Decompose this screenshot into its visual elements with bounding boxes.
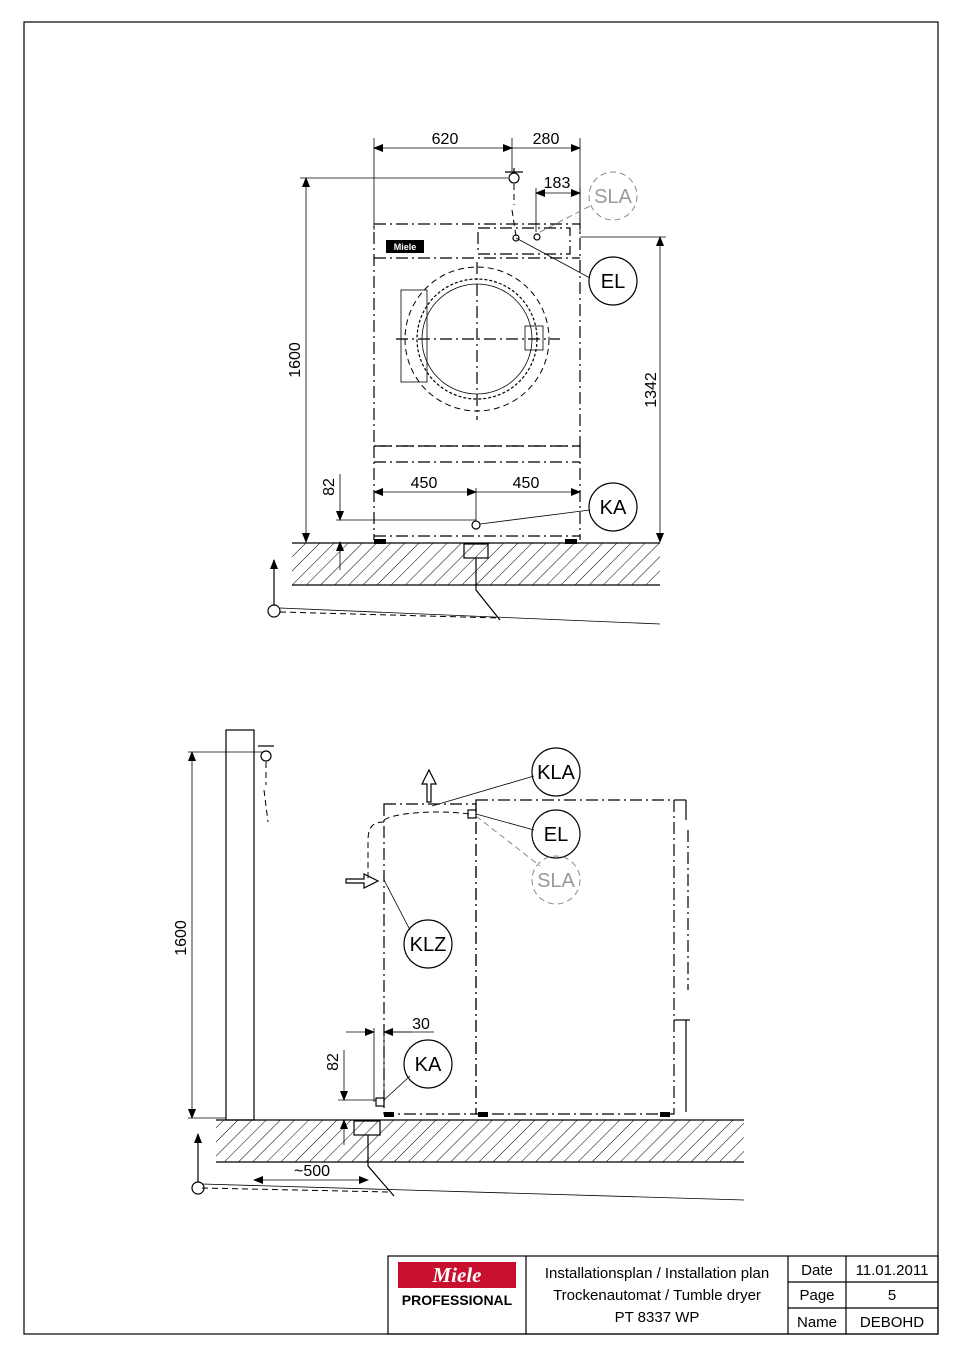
klz-marker <box>403 919 453 969</box>
kla-marker <box>531 747 581 797</box>
side-lower-unit <box>475 799 675 1115</box>
side-dim-height: 1600 <box>173 920 190 956</box>
door-hinge <box>400 289 428 383</box>
page-value: 5 <box>888 1287 896 1304</box>
sla-marker <box>588 171 638 221</box>
wall-hatch <box>225 729 255 1121</box>
ka-label: KA <box>600 497 627 519</box>
page-label: Page <box>799 1287 834 1304</box>
side-sla-label: SLA <box>537 870 575 892</box>
dim-height: 1600 <box>287 342 304 378</box>
side-floor-drain <box>353 1120 381 1136</box>
logo-professional: PROFESSIONAL <box>402 1292 513 1308</box>
front-view: 620 280 183 SLA EL 1600 1342 <box>267 131 666 625</box>
name-value: DEBOHD <box>860 1314 924 1331</box>
side-ka-label: KA <box>415 1054 442 1076</box>
ka-marker <box>588 482 638 532</box>
faucet-icon <box>508 172 520 184</box>
control-panel <box>477 227 571 255</box>
name-label: Name <box>797 1314 837 1331</box>
title-line3: PT 8337 WP <box>615 1309 700 1326</box>
title-block: Miele PROFESSIONAL Installationsplan / I… <box>387 1255 939 1335</box>
date-label: Date <box>801 1262 833 1279</box>
side-faucet-icon <box>260 750 272 762</box>
side-floor-hatch <box>216 1120 744 1162</box>
dim-450-right: 450 <box>513 475 540 492</box>
side-view: 1600 KLA EL SLA KLZ <box>173 729 745 1201</box>
dim-183: 183 <box>544 175 571 192</box>
dim-width: 620 <box>432 131 459 148</box>
dim-side: 280 <box>533 131 560 148</box>
svg-text:Miele: Miele <box>394 242 417 252</box>
dim-1342: 1342 <box>643 372 660 408</box>
svg-text:Miele: Miele <box>432 1263 482 1287</box>
dim-82: 82 <box>321 478 338 496</box>
side-dim-82: 82 <box>325 1053 342 1071</box>
sla-label: SLA <box>594 186 632 208</box>
side-sla-marker <box>531 855 581 905</box>
klz-label: KLZ <box>410 934 447 956</box>
brand-badge <box>386 240 424 253</box>
miele-logo <box>398 1262 516 1288</box>
dim-450-left: 450 <box>411 475 438 492</box>
side-dim-30: 30 <box>412 1016 430 1033</box>
el-label: EL <box>601 271 625 293</box>
side-el-label: EL <box>544 824 568 846</box>
title-line1: Installationsplan / Installation plan <box>545 1265 769 1282</box>
date-value: 11.01.2011 <box>856 1262 929 1279</box>
side-el-marker <box>531 809 581 859</box>
side-dim-500: ~500 <box>294 1163 330 1180</box>
dryer-upper-body <box>373 223 581 447</box>
side-ka-marker <box>403 1039 453 1089</box>
door-handle <box>524 325 544 351</box>
kla-label: KLA <box>537 762 575 784</box>
el-marker <box>588 256 638 306</box>
title-line2: Trockenautomat / Tumble dryer <box>553 1287 761 1304</box>
